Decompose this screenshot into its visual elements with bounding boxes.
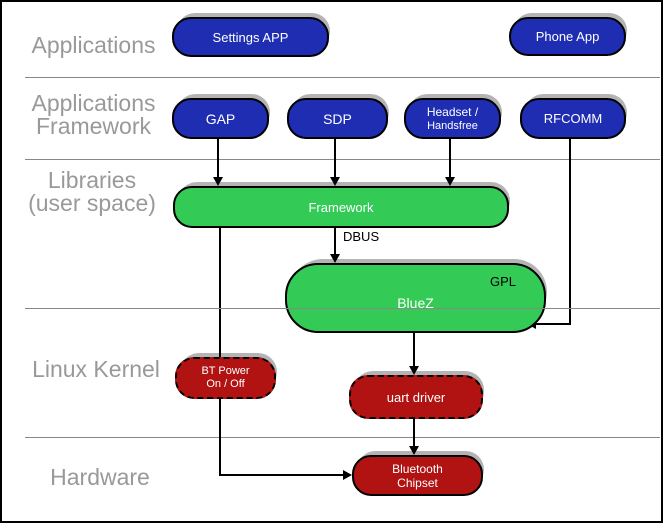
arrowhead-icon [343, 470, 352, 480]
arrowhead-icon [409, 366, 419, 375]
arrowhead-icon [213, 177, 223, 186]
edge-rfcomm-to-bluez-vertical [569, 135, 571, 325]
layer-label-hardware: Hardware [50, 464, 150, 490]
node-settings-app: Settings APP [172, 17, 329, 57]
divider-applications [25, 77, 660, 78]
gpl-tag: GPL [489, 274, 516, 289]
node-label: SDP [323, 110, 352, 127]
node-label: BT Power [201, 365, 250, 377]
layer-label-line: Applications [31, 90, 156, 116]
edge-uart-to-chipset [413, 415, 415, 451]
node-rfcomm: RFCOMM [520, 98, 626, 139]
node-label: Headset / [426, 104, 479, 119]
node-uart-driver: uart driver [349, 375, 483, 419]
edge-rfcomm-to-bluez-horizontal [534, 323, 571, 325]
divider-libraries [25, 308, 660, 309]
node-label: On / Off [206, 378, 245, 390]
divider-kernel [25, 437, 660, 438]
edge-framework-to-bluez [334, 224, 336, 256]
node-label: Bluetooth [392, 461, 443, 476]
layer-label-line: Libraries [47, 167, 137, 193]
node-headset-handsfree: Headset / Handsfree [404, 98, 501, 139]
layer-label-line: (user space) [28, 190, 156, 216]
layer-label-app-framework: Applications Framework [26, 92, 161, 138]
layer-label-line: Framework [35, 113, 151, 139]
arrowhead-icon [330, 177, 340, 186]
edge-framework-to-chipset-vertical [219, 224, 221, 476]
arrowhead-icon [445, 177, 455, 186]
node-label: Handsfree [427, 119, 478, 132]
node-label: Phone App [535, 29, 600, 44]
divider-app-framework [25, 159, 660, 160]
node-label: GAP [205, 110, 236, 127]
node-label: Framework [308, 199, 374, 215]
node-label: Chipset [397, 475, 438, 490]
node-label: Settings APP [212, 29, 289, 45]
edge-framework-to-chipset-horizontal [219, 474, 346, 476]
node-phone-app: Phone App [509, 17, 626, 56]
arrowhead-icon [330, 254, 340, 263]
node-framework: Framework [173, 186, 509, 228]
node-sdp: SDP [287, 98, 388, 139]
node-bt-power: BT Power On / Off [175, 357, 276, 399]
node-gap: GAP [172, 98, 269, 139]
layer-label-linux-kernel: Linux Kernel [32, 356, 160, 382]
edge-gap-to-framework [217, 135, 219, 182]
node-label: uart driver [386, 389, 446, 405]
layer-label-applications: Applications [31, 32, 156, 58]
node-label: BlueZ [397, 295, 434, 311]
node-bluez: GPL BlueZ [285, 263, 546, 333]
arrowhead-icon [409, 446, 419, 455]
edge-bluez-to-uart [413, 329, 415, 371]
node-label: RFCOMM [543, 111, 603, 126]
node-bluetooth-chipset: Bluetooth Chipset [352, 455, 483, 496]
edge-sdp-to-framework [334, 135, 336, 182]
layer-label-libraries: Libraries (user space) [17, 169, 167, 215]
edge-label-dbus: DBUS [343, 229, 380, 244]
edge-headset-to-framework [449, 135, 451, 182]
